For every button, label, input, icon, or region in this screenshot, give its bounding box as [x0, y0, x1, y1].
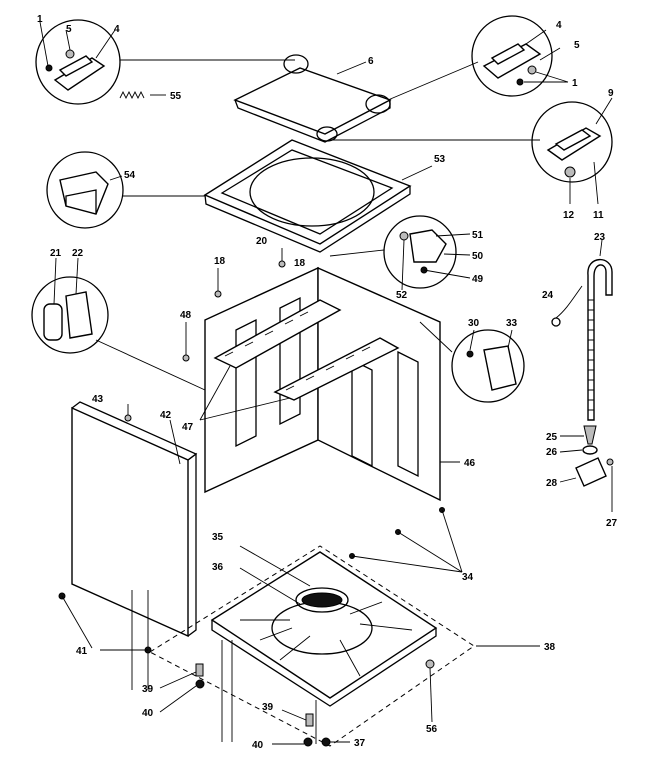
callout-28: 28 — [546, 478, 558, 489]
base-38 — [131, 545, 540, 747]
screws-34 — [349, 507, 463, 573]
hinge-detail-left — [35, 19, 121, 105]
callout-39: 39 — [262, 702, 274, 713]
callout-43: 43 — [92, 394, 104, 405]
callout-33: 33 — [506, 318, 518, 329]
callout-25: 25 — [546, 432, 558, 443]
callout-23: 23 — [594, 232, 606, 243]
callout-46: 46 — [464, 458, 476, 469]
hose-fittings — [559, 425, 614, 512]
callout-36: 36 — [212, 562, 224, 573]
top-panel-53 — [203, 139, 433, 253]
lid-6 — [233, 54, 392, 143]
callout-5: 5 — [574, 40, 580, 51]
callout-42: 42 — [160, 410, 172, 421]
hinge-detail-right — [471, 15, 569, 97]
valve-detail-left — [31, 257, 206, 391]
callout-40: 40 — [252, 740, 264, 751]
callout-37: 37 — [354, 738, 366, 749]
bracket-detail-54 — [46, 151, 205, 229]
callout-6: 6 — [368, 56, 374, 67]
callout-53: 53 — [434, 154, 446, 165]
callout-5: 5 — [66, 24, 72, 35]
callout-26: 26 — [546, 447, 558, 458]
callout-41: 41 — [76, 646, 88, 657]
callout-49: 49 — [472, 274, 484, 285]
callout-50: 50 — [472, 251, 484, 262]
callout-52: 52 — [396, 290, 408, 301]
callout-12: 12 — [563, 210, 575, 221]
spring-55 — [119, 90, 166, 100]
callout-labels: 1 5 4 6 55 4 5 1 9 12 11 53 54 51 50 49 … — [37, 14, 618, 751]
callout-24: 24 — [542, 290, 554, 301]
callout-1: 1 — [572, 78, 578, 89]
switch-detail — [531, 97, 613, 205]
callout-47: 47 — [182, 422, 194, 433]
callout-27: 27 — [606, 518, 618, 529]
callout-40: 40 — [142, 708, 154, 719]
callout-30: 30 — [468, 318, 480, 329]
callout-4: 4 — [114, 24, 120, 35]
bracket-detail-30-33 — [451, 329, 525, 403]
callout-18: 18 — [294, 258, 306, 269]
screw-41 — [58, 592, 152, 654]
callout-56: 56 — [426, 724, 438, 735]
bracket-detail-right — [329, 215, 471, 291]
front-panel-42 — [71, 401, 198, 638]
drain-hose-23 — [551, 239, 613, 421]
callout-21: 21 — [50, 248, 62, 259]
callout-35: 35 — [212, 532, 224, 543]
callout-34: 34 — [462, 572, 474, 583]
callout-9: 9 — [608, 88, 614, 99]
callout-38: 38 — [544, 642, 556, 653]
callout-51: 51 — [472, 230, 484, 241]
callout-48: 48 — [180, 310, 192, 321]
callout-1: 1 — [37, 14, 43, 25]
callout-11: 11 — [593, 210, 604, 221]
callout-18: 18 — [214, 256, 226, 267]
callout-39: 39 — [142, 684, 154, 695]
callout-54: 54 — [124, 170, 136, 181]
callout-22: 22 — [72, 248, 84, 259]
callout-20: 20 — [256, 236, 268, 247]
cabinet — [182, 248, 460, 502]
callout-4: 4 — [556, 20, 562, 31]
callout-55: 55 — [170, 91, 182, 102]
